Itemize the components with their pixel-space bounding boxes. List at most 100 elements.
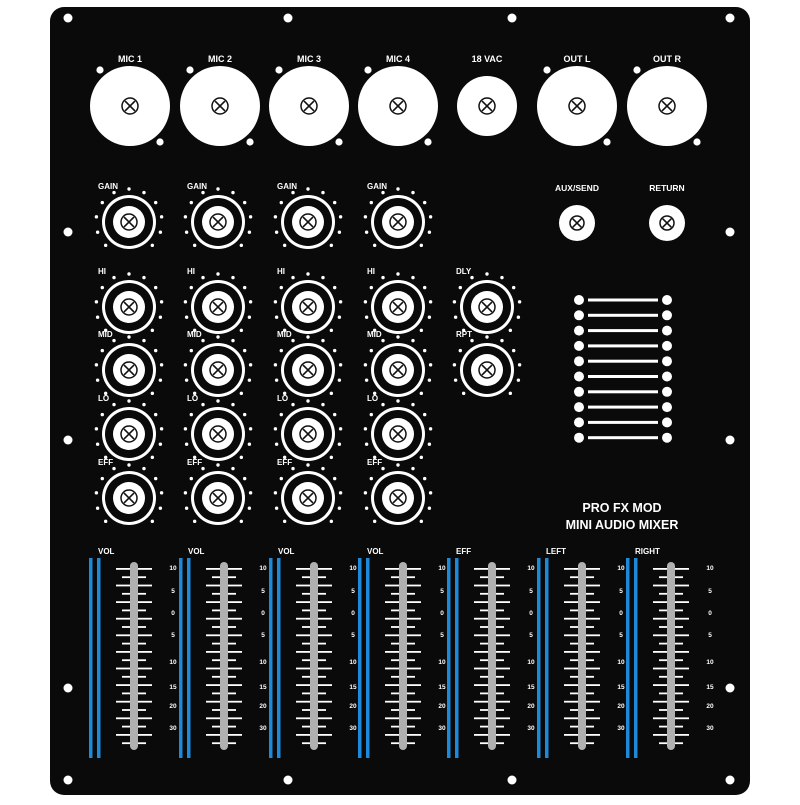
- knob-mid[interactable]: [94, 335, 164, 397]
- scale-dot: [419, 391, 424, 396]
- jack-mic-2[interactable]: MIC 2: [180, 54, 260, 146]
- meter-segment: [588, 390, 658, 394]
- fader-scale-label: 10: [438, 565, 446, 572]
- fader-rail: [545, 558, 549, 758]
- knob-gain[interactable]: [363, 187, 433, 249]
- scale-dot: [247, 315, 252, 319]
- knob-rpt[interactable]: [452, 335, 522, 397]
- knob-eff[interactable]: [363, 463, 433, 525]
- scale-dot: [369, 348, 374, 353]
- knob-lo[interactable]: [183, 399, 253, 461]
- jack-out-r[interactable]: OUT R: [627, 54, 707, 146]
- fader-scale-label: 5: [708, 632, 712, 639]
- fader-scale-label: 5: [171, 632, 175, 639]
- fader-scale-label: 5: [261, 632, 265, 639]
- knob-shaft-icon: [120, 213, 138, 231]
- scale-dot: [192, 328, 197, 333]
- knob-hi[interactable]: [273, 272, 343, 334]
- knob-gain[interactable]: [94, 187, 164, 249]
- scale-dot: [127, 463, 131, 467]
- knob-lo[interactable]: [94, 399, 164, 461]
- scale-dot: [247, 442, 252, 446]
- knob-gain[interactable]: [273, 187, 343, 249]
- knob-mid[interactable]: [273, 335, 343, 397]
- knob-dly[interactable]: [452, 272, 522, 334]
- fader-scale-label: 30: [169, 725, 177, 732]
- scale-dot: [279, 200, 284, 205]
- scale-dot: [247, 378, 252, 382]
- knob-hi[interactable]: [363, 272, 433, 334]
- fader-scale-label: 30: [349, 725, 357, 732]
- knob-lo[interactable]: [363, 399, 433, 461]
- fader-scale-label: 30: [617, 725, 625, 732]
- fader-slot[interactable]: [399, 562, 407, 750]
- jack-aux-send[interactable]: AUX/SEND: [555, 183, 599, 241]
- fader-slot[interactable]: [130, 562, 138, 750]
- fader-slot[interactable]: [488, 562, 496, 750]
- mounting-hole: [603, 138, 611, 146]
- scale-dot: [428, 491, 433, 495]
- scale-dot: [239, 391, 244, 396]
- knob-mid[interactable]: [363, 335, 433, 397]
- knob-hi[interactable]: [183, 272, 253, 334]
- knob-eff[interactable]: [273, 463, 343, 525]
- jack-out-l[interactable]: OUT L: [537, 54, 617, 146]
- fader-slot[interactable]: [667, 562, 675, 750]
- scale-dot: [372, 243, 377, 248]
- mounting-hole: [246, 138, 254, 146]
- knob-gain[interactable]: [183, 187, 253, 249]
- scale-dot: [427, 230, 432, 234]
- fader-scale-label: 20: [617, 703, 625, 710]
- scale-dot: [112, 275, 116, 280]
- scale-dot: [127, 399, 131, 403]
- knob-mid[interactable]: [183, 335, 253, 397]
- scale-dot: [306, 399, 310, 403]
- fader-slot[interactable]: [220, 562, 228, 750]
- knob-hi[interactable]: [94, 272, 164, 334]
- mounting-hole: [156, 138, 164, 146]
- knob-shaft-icon: [389, 361, 407, 379]
- fader-slot[interactable]: [578, 562, 586, 750]
- knob-eff[interactable]: [183, 463, 253, 525]
- knob-lo[interactable]: [273, 399, 343, 461]
- fader-slot[interactable]: [310, 562, 318, 750]
- scale-dot: [150, 243, 155, 248]
- scale-dot: [411, 466, 415, 471]
- scale-dot: [282, 243, 287, 248]
- fader-scale-label: 10: [706, 565, 714, 572]
- fader-scale-label: 10: [706, 659, 714, 666]
- knob-label: MID: [277, 330, 292, 339]
- jack-mic-1[interactable]: MIC 1: [90, 54, 170, 146]
- scale-dot: [183, 215, 188, 219]
- fader-rail: [626, 558, 630, 758]
- scale-dot: [381, 338, 385, 343]
- scale-dot: [337, 315, 342, 319]
- jack-mic-3[interactable]: MIC 3: [269, 54, 349, 146]
- knob-label: EFF: [187, 458, 202, 467]
- scale-dot: [150, 328, 155, 333]
- scale-dot: [419, 328, 424, 333]
- scale-dot: [381, 275, 385, 280]
- knob-shaft-icon: [120, 425, 138, 443]
- scale-dot: [306, 187, 310, 191]
- mounting-hole: [364, 66, 372, 74]
- jack-return[interactable]: RETURN: [649, 183, 685, 241]
- fader-scale-label: 5: [619, 588, 623, 595]
- scale-dot: [427, 442, 432, 446]
- jack-mic-4[interactable]: MIC 4: [358, 54, 438, 146]
- knob-shaft-icon: [478, 361, 496, 379]
- jack-18-vac[interactable]: 18 VAC: [457, 54, 517, 136]
- scale-dot: [411, 402, 415, 407]
- scale-dot: [427, 315, 432, 319]
- knob-eff[interactable]: [94, 463, 164, 525]
- scale-dot: [153, 200, 158, 205]
- scale-dot: [95, 506, 100, 510]
